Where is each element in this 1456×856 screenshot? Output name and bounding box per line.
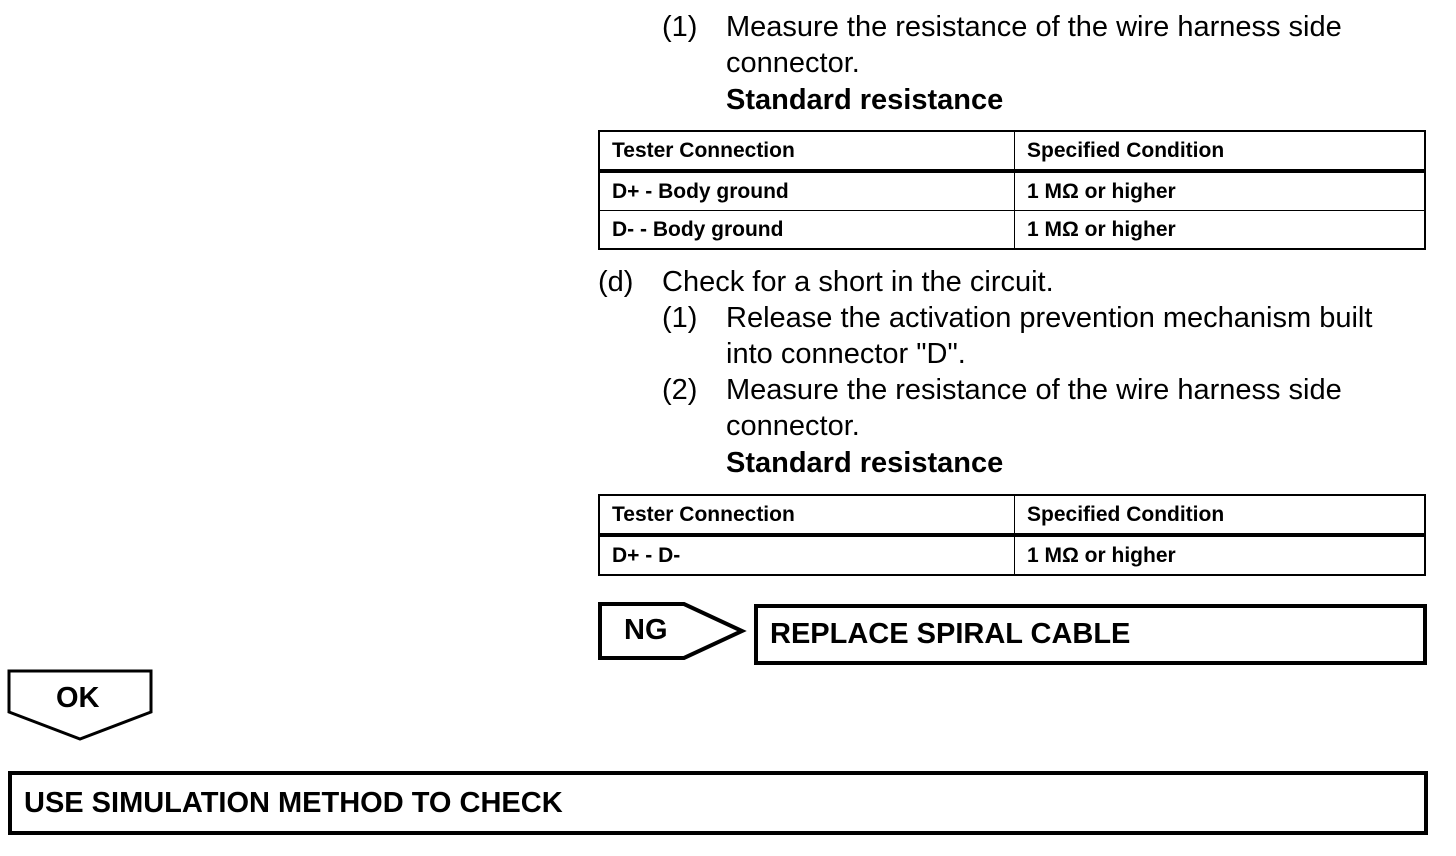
table-cell-condition: 1 MΩ or higher bbox=[1014, 170, 1426, 211]
table-header-row: Tester Connection Specified Condition bbox=[598, 130, 1426, 173]
step-d-sub2-line1: Measure the resistance of the wire harne… bbox=[726, 374, 1342, 406]
ok-result-text: USE SIMULATION METHOD TO CHECK bbox=[24, 786, 563, 819]
table-header-condition: Specified Condition bbox=[1014, 130, 1426, 173]
ok-arrow-icon bbox=[7, 669, 153, 741]
standard-resistance-label-2: Standard resistance bbox=[726, 447, 1004, 479]
resistance-table-1: Tester Connection Specified Condition D+… bbox=[598, 130, 1426, 250]
table-row: D+ - Body ground 1 MΩ or higher bbox=[598, 170, 1426, 211]
step-d-sub1-line1: Release the activation prevention mechan… bbox=[726, 302, 1373, 334]
table-header-tester: Tester Connection bbox=[598, 130, 1015, 173]
ok-result-box: USE SIMULATION METHOD TO CHECK bbox=[8, 771, 1428, 835]
step-c-sub1-line2: connector. bbox=[726, 47, 860, 79]
table-row: D- - Body ground 1 MΩ or higher bbox=[598, 210, 1426, 250]
step-c-sub1-number: (1) bbox=[662, 11, 698, 43]
ok-label: OK bbox=[56, 682, 100, 714]
ng-result-text: REPLACE SPIRAL CABLE bbox=[770, 618, 1131, 650]
step-d-sub1-number: (1) bbox=[662, 302, 698, 334]
step-d-text: Check for a short in the circuit. bbox=[662, 266, 1054, 298]
step-d-sub1-line2: into connector "D". bbox=[726, 338, 966, 370]
standard-resistance-label-1: Standard resistance bbox=[726, 84, 1004, 116]
table-header-tester: Tester Connection bbox=[598, 494, 1015, 537]
step-d-sub2-number: (2) bbox=[662, 374, 698, 406]
ng-label: NG bbox=[624, 614, 668, 646]
resistance-table-2: Tester Connection Specified Condition D+… bbox=[598, 494, 1426, 576]
step-d-letter: (d) bbox=[598, 266, 634, 298]
table-row: D+ - D- 1 MΩ or higher bbox=[598, 534, 1426, 576]
table-header-row: Tester Connection Specified Condition bbox=[598, 494, 1426, 537]
step-d-sub2-line2: connector. bbox=[726, 410, 860, 442]
table-cell-condition: 1 MΩ or higher bbox=[1014, 210, 1426, 250]
table-cell-connection: D+ - D- bbox=[598, 534, 1015, 576]
table-cell-connection: D+ - Body ground bbox=[598, 170, 1015, 211]
table-cell-connection: D- - Body ground bbox=[598, 210, 1015, 250]
table-cell-condition: 1 MΩ or higher bbox=[1014, 534, 1426, 576]
step-c-sub1-line1: Measure the resistance of the wire harne… bbox=[726, 11, 1342, 43]
ng-arrow-icon bbox=[598, 602, 747, 660]
ng-result-box: REPLACE SPIRAL CABLE bbox=[754, 604, 1427, 665]
table-header-condition: Specified Condition bbox=[1014, 494, 1426, 537]
